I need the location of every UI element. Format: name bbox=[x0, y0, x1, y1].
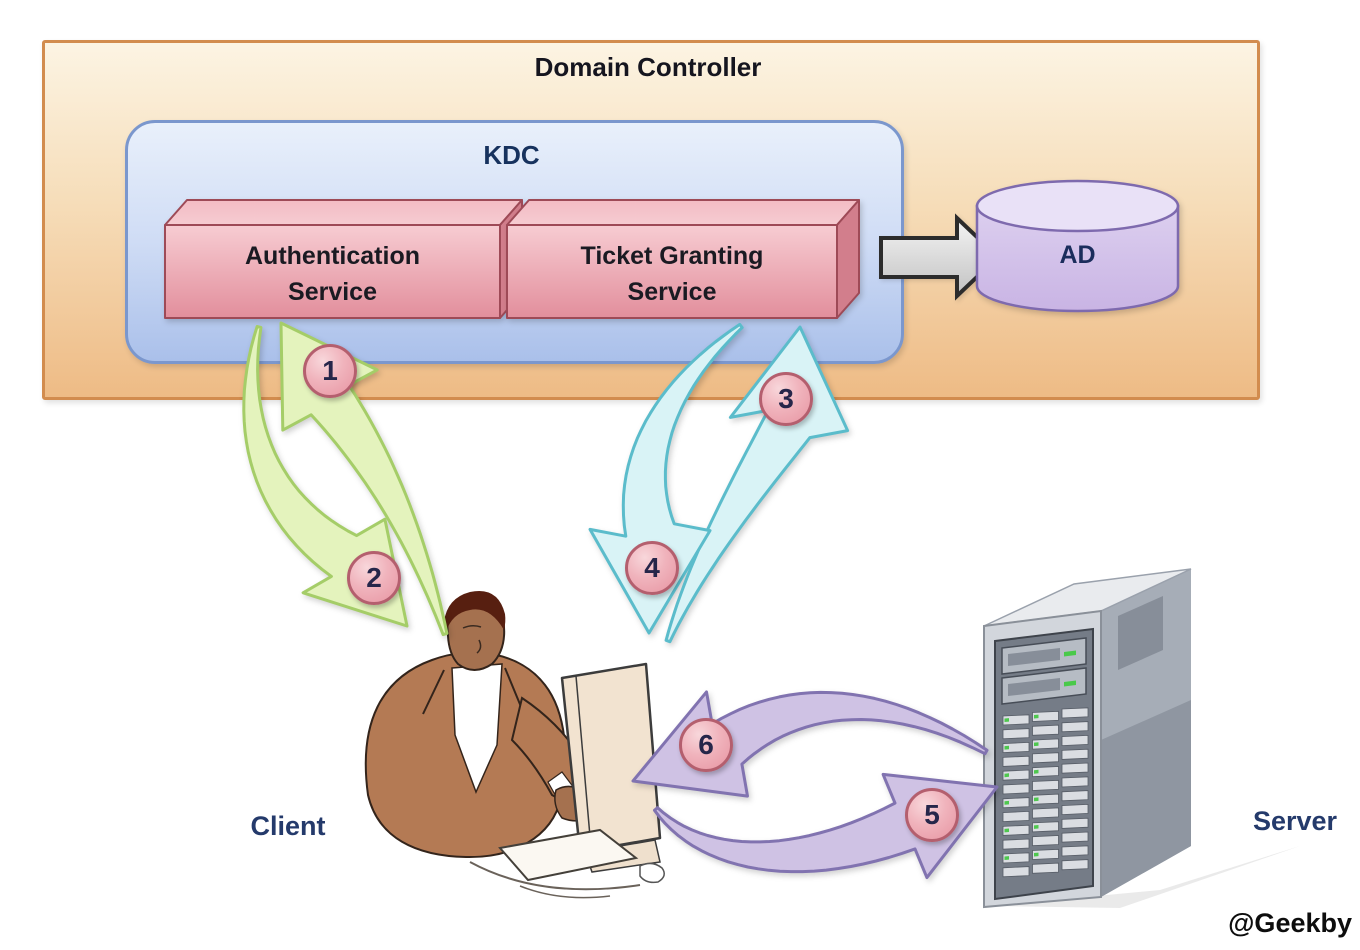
authentication-service-label-line1: Authentication bbox=[245, 242, 420, 270]
step-badge-3: 3 bbox=[759, 372, 813, 426]
step-badge-5: 5 bbox=[905, 788, 959, 842]
authentication-service-box bbox=[164, 199, 523, 319]
client-label: Client bbox=[250, 811, 326, 841]
authentication-service-label: Authentication Service bbox=[165, 238, 500, 310]
server-illustration bbox=[983, 568, 1300, 909]
ticket-granting-service-label-line1: Ticket Granting bbox=[580, 242, 764, 270]
watermark-credit: @Geekby bbox=[1228, 908, 1352, 938]
ticket-granting-service-label: Ticket Granting Service bbox=[507, 238, 837, 310]
ticket-granting-service-box bbox=[506, 199, 860, 319]
step-badge-6: 6 bbox=[679, 718, 733, 772]
domain-controller-title: Domain Controller bbox=[534, 52, 762, 82]
step-badge-4: 4 bbox=[625, 541, 679, 595]
arrow-step-6 bbox=[631, 690, 989, 798]
server-label: Server bbox=[1252, 806, 1338, 836]
kdc-label: KDC bbox=[483, 140, 540, 170]
ad-database-icon bbox=[975, 179, 1180, 313]
ad-label: AD bbox=[1059, 241, 1096, 269]
step-badge-2: 2 bbox=[347, 551, 401, 605]
client-illustration bbox=[364, 590, 665, 899]
authentication-service-label-line2: Service bbox=[288, 278, 377, 306]
step-badge-1: 1 bbox=[303, 344, 357, 398]
server-drive-slots bbox=[1002, 707, 1089, 878]
arrow-step-1 bbox=[279, 321, 449, 637]
ticket-granting-service-label-line2: Service bbox=[627, 278, 717, 306]
